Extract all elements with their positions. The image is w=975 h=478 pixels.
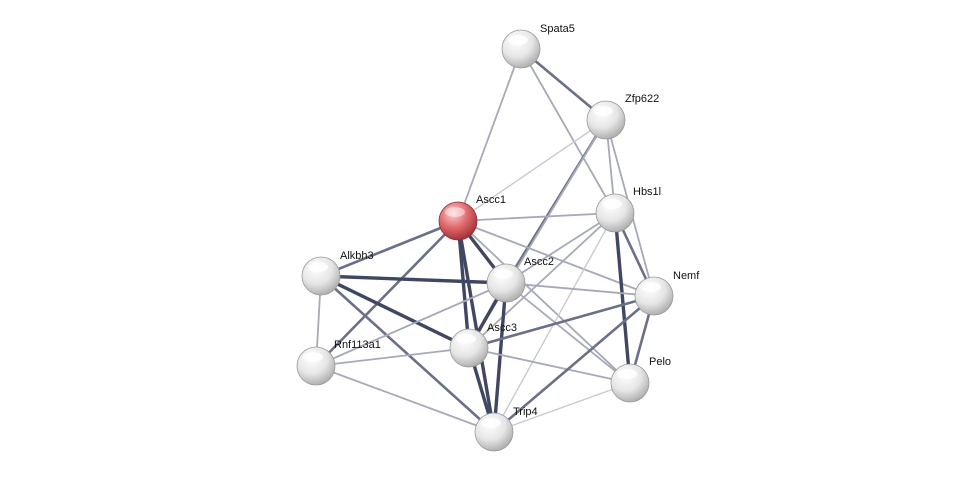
node-highlight-pelo xyxy=(617,369,637,379)
node-nemf[interactable]: Nemf xyxy=(634,270,700,316)
node-ascc1[interactable]: Ascc1 xyxy=(438,194,506,241)
node-ascc3[interactable]: Ascc3 xyxy=(449,322,517,368)
edge-hbs1l-ascc2 xyxy=(505,212,616,284)
node-label-ascc3: Ascc3 xyxy=(487,322,517,334)
node-highlight-hbs1l xyxy=(602,199,622,209)
edge-spata5-ascc1 xyxy=(457,48,522,222)
edge-hbs1l-pelo xyxy=(613,211,632,385)
edge-ascc3-pelo xyxy=(468,347,631,384)
edge-pelo-trip4 xyxy=(493,382,631,433)
node-label-ascc2: Ascc2 xyxy=(524,256,554,268)
node-label-ascc1: Ascc1 xyxy=(476,194,506,206)
node-alkbh3[interactable]: Alkbh3 xyxy=(301,250,374,296)
edge-spata5-hbs1l xyxy=(520,48,616,214)
node-rnf113a1[interactable]: Rnf113a1 xyxy=(296,339,381,386)
edge-ascc1-trip4 xyxy=(456,219,496,434)
edge-hbs1l-ascc3 xyxy=(468,212,616,349)
edge-nemf-trip4 xyxy=(492,294,656,434)
edge-ascc2-pelo xyxy=(505,282,631,384)
node-ascc2[interactable]: Ascc2 xyxy=(486,256,554,303)
edge-ascc3-rnf113a1 xyxy=(315,347,470,367)
node-pelo[interactable]: Pelo xyxy=(610,356,671,403)
node-ball-ascc1[interactable] xyxy=(438,201,478,241)
edge-ascc2-rnf113a1 xyxy=(315,282,507,367)
edge-ascc3-nemf xyxy=(467,294,656,350)
node-highlight-alkbh3 xyxy=(308,262,328,272)
edge-ascc2-trip4 xyxy=(492,281,508,434)
edge-ascc1-rnf113a1 xyxy=(314,219,460,368)
node-label-zfp622: Zfp622 xyxy=(625,93,659,105)
node-label-spata5: Spata5 xyxy=(540,23,575,35)
node-label-hbs1l: Hbs1l xyxy=(633,186,661,198)
node-highlight-ascc1 xyxy=(445,207,465,217)
edge-zfp622-ascc1 xyxy=(457,119,607,222)
node-spata5[interactable]: Spata5 xyxy=(501,23,575,69)
edge-alkbh3-ascc2 xyxy=(319,274,508,285)
edge-ascc1-ascc3 xyxy=(456,219,471,350)
node-highlight-trip4 xyxy=(481,418,501,428)
node-label-pelo: Pelo xyxy=(649,356,671,368)
edge-ascc2-nemf xyxy=(505,282,655,297)
node-label-rnf113a1: Rnf113a1 xyxy=(334,339,381,351)
edges-layer xyxy=(314,47,656,434)
node-highlight-zfp622 xyxy=(593,106,613,116)
node-trip4[interactable]: Trip4 xyxy=(474,406,538,452)
node-highlight-rnf113a1 xyxy=(303,352,323,362)
node-zfp622[interactable]: Zfp622 xyxy=(586,93,659,140)
edge-rnf113a1-trip4 xyxy=(315,365,495,433)
node-label-alkbh3: Alkbh3 xyxy=(340,250,374,262)
edge-alkbh3-trip4 xyxy=(319,274,496,434)
edge-ascc1-alkbh3 xyxy=(319,219,460,278)
node-label-trip4: Trip4 xyxy=(513,406,538,418)
edge-ascc1-pelo xyxy=(457,220,631,384)
node-highlight-ascc3 xyxy=(456,334,476,344)
node-highlight-ascc2 xyxy=(493,269,513,279)
node-highlight-spata5 xyxy=(508,35,528,45)
node-hbs1l[interactable]: Hbs1l xyxy=(595,186,661,233)
edge-ascc1-hbs1l xyxy=(457,212,616,222)
edge-alkbh3-ascc3 xyxy=(319,274,471,350)
node-label-nemf: Nemf xyxy=(673,270,700,282)
node-highlight-nemf xyxy=(641,282,661,292)
